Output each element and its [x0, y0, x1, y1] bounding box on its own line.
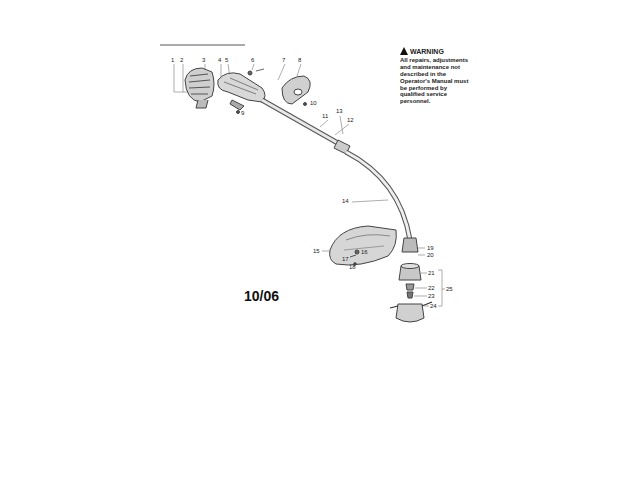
- callout-number: 11: [322, 113, 328, 119]
- callout-number: 23: [428, 293, 435, 299]
- callout-number: 19: [427, 245, 434, 251]
- callout-number: 12: [347, 117, 354, 123]
- callout-number: 13: [336, 108, 343, 114]
- callout-number: 9: [241, 110, 244, 116]
- callout-number: 15: [313, 248, 320, 254]
- callout-number: 18: [349, 264, 356, 270]
- callout-number: 4: [218, 57, 221, 63]
- callout-number: 16: [361, 249, 368, 255]
- callout-number: 25: [446, 286, 453, 292]
- date-code: 10/06: [244, 289, 279, 303]
- callout-number: 5: [225, 57, 228, 63]
- warning-text: All repairs, adjustments and maintenance…: [400, 57, 472, 105]
- callout-number: 1: [171, 57, 174, 63]
- callout-number: 20: [427, 252, 434, 258]
- callout-number: 17: [342, 256, 349, 262]
- callout-number: 3: [202, 57, 205, 63]
- callout-number: 10: [310, 100, 317, 106]
- callout-number: 22: [428, 285, 435, 291]
- callout-number: 21: [428, 270, 435, 276]
- callout-number: 2: [180, 57, 183, 63]
- callout-number: 6: [251, 57, 254, 63]
- callout-number: 7: [282, 57, 285, 63]
- callout-number: 24: [430, 303, 437, 309]
- callout-number: 8: [298, 57, 301, 63]
- callout-number: 14: [342, 198, 349, 204]
- warning-heading: WARNING: [410, 48, 444, 55]
